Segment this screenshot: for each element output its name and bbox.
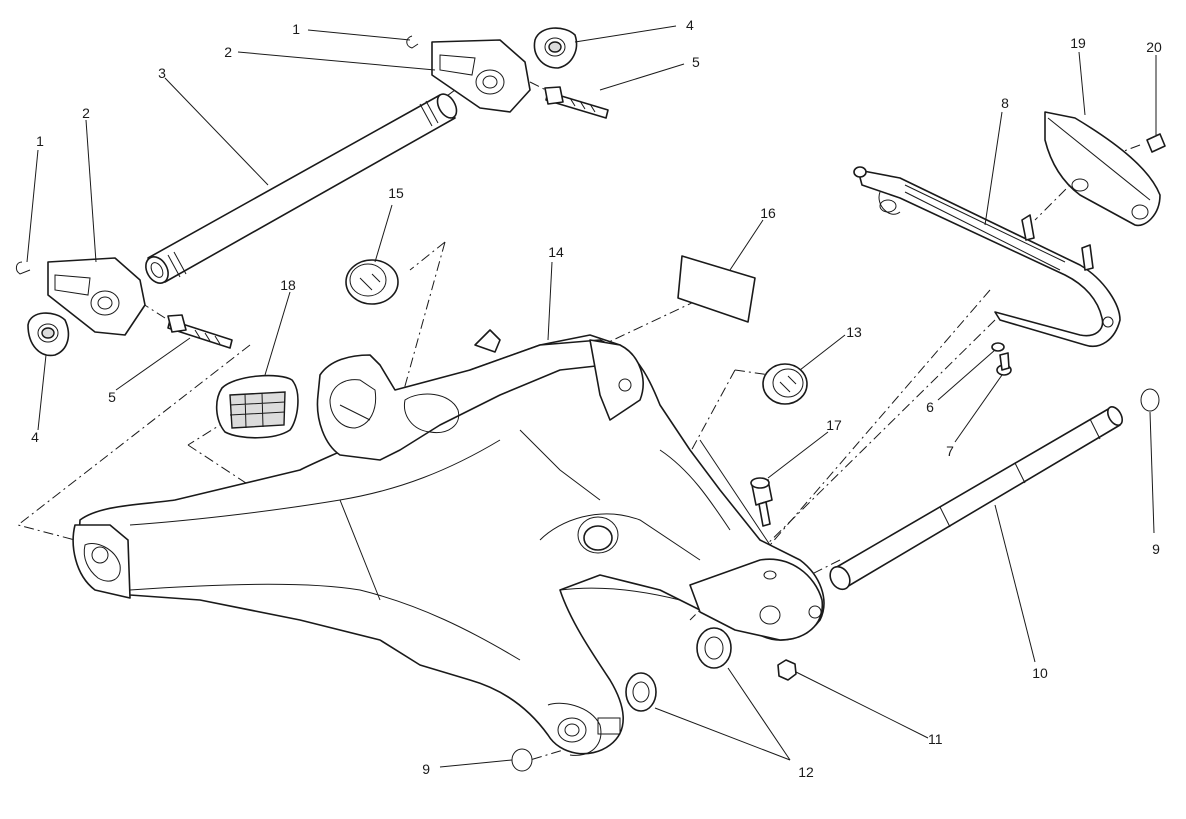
callout-14: 14 — [548, 244, 564, 260]
callout-4-left: 4 — [31, 429, 39, 445]
washer-6 — [991, 342, 1005, 352]
swingarm-body — [72, 329, 825, 756]
callout-4-top: 4 — [686, 17, 694, 33]
circlip-9-right — [1140, 388, 1160, 412]
callout-13: 13 — [846, 324, 862, 340]
callout-2-top: 2 — [224, 44, 232, 60]
callout-16: 16 — [760, 205, 776, 221]
chain-guard-8 — [853, 166, 1121, 347]
nut-11 — [777, 659, 797, 681]
left-chain-adjuster-group — [15, 257, 233, 357]
callout-1-left: 1 — [36, 133, 44, 149]
callout-20: 20 — [1146, 39, 1162, 55]
screw-17 — [750, 477, 773, 527]
callout-18: 18 — [280, 277, 296, 293]
callout-11: 11 — [928, 731, 943, 747]
chain-slider-pad-18 — [215, 374, 299, 439]
callout-12: 12 — [798, 764, 814, 780]
callout-5-top: 5 — [692, 54, 700, 70]
callout-1-top: 1 — [292, 21, 300, 37]
plug-13 — [762, 363, 808, 405]
screw-7 — [996, 352, 1012, 376]
washer-12-left — [625, 672, 657, 712]
callout-17: 17 — [826, 417, 842, 433]
label-plate-16 — [677, 255, 756, 323]
callout-8: 8 — [1001, 95, 1009, 111]
callout-9-right: 9 — [1152, 541, 1160, 557]
callout-leader-lines — [26, 25, 1157, 768]
right-chain-adjuster-group — [406, 27, 609, 119]
callout-6: 6 — [926, 399, 934, 415]
pivot-shaft-3 — [145, 93, 458, 284]
callout-7: 7 — [946, 443, 954, 459]
callout-9-left: 9 — [422, 761, 430, 777]
plug-15 — [345, 259, 399, 305]
callout-2-left: 2 — [82, 105, 90, 121]
callout-5-left: 5 — [108, 389, 116, 405]
callout-numbers: 1 1 2 2 3 4 4 5 5 6 7 8 9 9 10 11 12 13 … — [31, 17, 1162, 780]
wheel-spindle-10 — [829, 406, 1124, 591]
callout-10: 10 — [1032, 665, 1048, 681]
washer-12-right — [696, 627, 732, 669]
callout-3: 3 — [158, 65, 166, 81]
chain-guard-cover-19 — [1044, 111, 1161, 227]
callout-19: 19 — [1070, 35, 1086, 51]
callout-15: 15 — [388, 185, 404, 201]
circlip-9-left — [511, 748, 533, 772]
screw-20 — [1146, 133, 1166, 153]
